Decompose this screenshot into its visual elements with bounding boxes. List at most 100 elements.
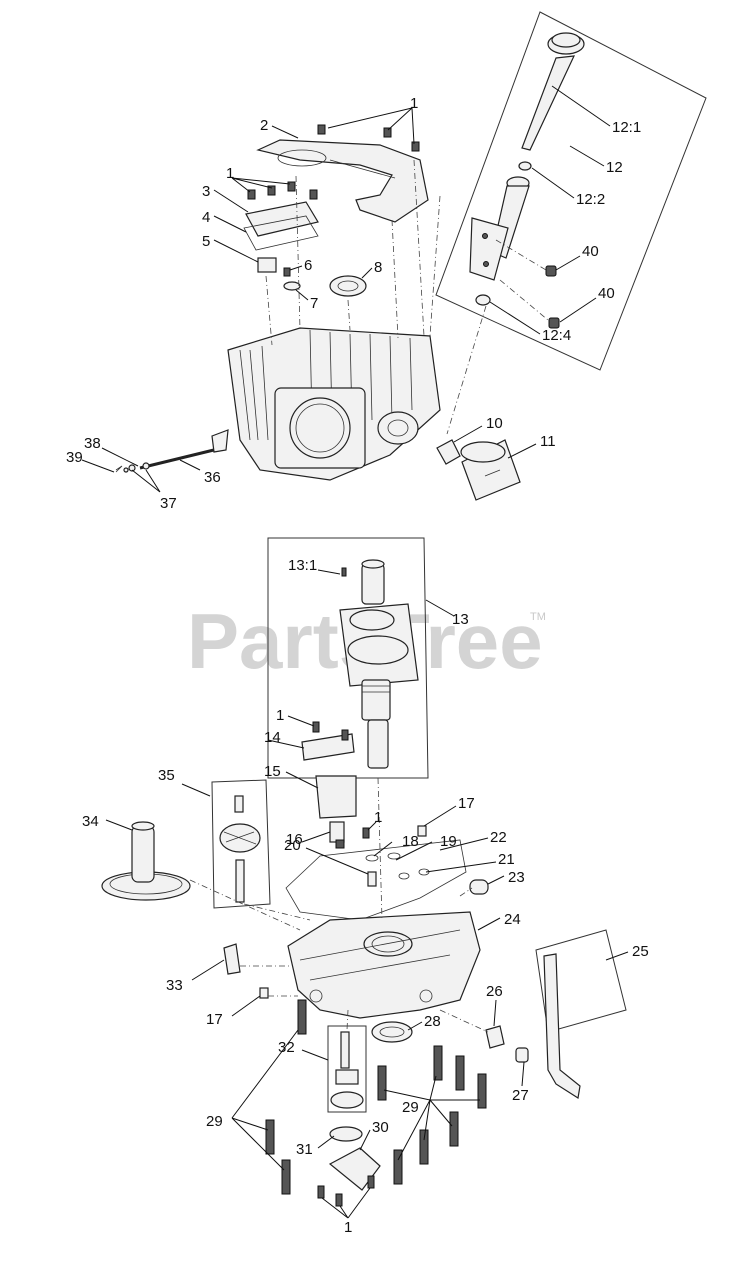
drain-cap bbox=[515, 1047, 529, 1063]
leader-lines bbox=[81, 85, 629, 1219]
callout-12-4: 12:4 bbox=[542, 327, 571, 344]
plate-screw-2 bbox=[341, 729, 349, 741]
governor-shaft bbox=[115, 429, 229, 473]
callout-11: 11 bbox=[540, 433, 556, 450]
breather-gasket bbox=[243, 215, 319, 251]
callout-34: 34 bbox=[82, 813, 99, 830]
oil-filter bbox=[460, 439, 521, 501]
callout-1: 1 bbox=[276, 707, 284, 724]
dipstick-oring bbox=[518, 161, 532, 171]
callout-1: 1 bbox=[410, 95, 418, 112]
screws-top-group bbox=[247, 124, 420, 200]
callout-2: 2 bbox=[260, 117, 268, 134]
tube-seal bbox=[475, 294, 491, 306]
dipstick-cap bbox=[521, 32, 585, 151]
tube-bolts bbox=[545, 265, 560, 329]
oil-filter-nipple bbox=[436, 439, 461, 465]
reed-screw bbox=[283, 267, 291, 277]
callout-18: 18 bbox=[402, 833, 419, 850]
callout-7: 7 bbox=[310, 295, 318, 312]
callout-24: 24 bbox=[504, 911, 521, 928]
breather-cover bbox=[245, 201, 319, 237]
drain-valve bbox=[485, 1025, 505, 1049]
callout-12-1: 12:1 bbox=[612, 119, 641, 136]
dipstick-group-frame bbox=[435, 11, 707, 371]
oil-pump-group-frame bbox=[327, 1025, 367, 1113]
plate-screw-1 bbox=[312, 721, 320, 733]
callout-13: 13 bbox=[452, 611, 469, 628]
callout-15: 15 bbox=[264, 763, 281, 780]
crankcase-sump bbox=[287, 911, 481, 1019]
callout-21: 21 bbox=[498, 851, 515, 868]
callout-28: 28 bbox=[424, 1013, 441, 1030]
callout-30: 30 bbox=[372, 1119, 389, 1136]
callout-25: 25 bbox=[632, 943, 649, 960]
governor-group-frame bbox=[211, 779, 271, 909]
breather-bracket bbox=[256, 139, 429, 223]
callout-31: 31 bbox=[296, 1141, 313, 1158]
dowel-pin-bottom bbox=[259, 987, 269, 999]
crankshaft-key bbox=[341, 567, 347, 577]
sensor-screw bbox=[362, 827, 370, 839]
callout-33: 33 bbox=[166, 977, 183, 994]
callout-17: 17 bbox=[458, 795, 475, 812]
callout-32: 32 bbox=[278, 1039, 295, 1056]
pump-oring bbox=[329, 1126, 363, 1142]
upper-alignment-lines bbox=[265, 159, 549, 435]
crankshaft-group-frame bbox=[267, 537, 429, 779]
washer-21a bbox=[398, 872, 410, 880]
callout-13-1: 13:1 bbox=[288, 557, 317, 574]
governor-assembly bbox=[219, 795, 261, 903]
callout-36: 36 bbox=[204, 469, 221, 486]
callout-1: 1 bbox=[374, 809, 382, 826]
oil-sensor bbox=[329, 821, 345, 849]
callout-39: 39 bbox=[66, 449, 83, 466]
dowel-pin-top bbox=[417, 825, 427, 837]
callout-12: 12 bbox=[606, 159, 623, 176]
oil-seal-top bbox=[329, 275, 367, 297]
callout-40: 40 bbox=[582, 243, 599, 260]
callout-20: 20 bbox=[284, 837, 301, 854]
callout-22: 22 bbox=[490, 829, 507, 846]
callout-19: 19 bbox=[440, 833, 457, 850]
relief-valve-20 bbox=[367, 871, 377, 887]
engine-block bbox=[227, 327, 441, 481]
callout-38: 38 bbox=[84, 435, 101, 452]
oil-fill-tube bbox=[543, 953, 581, 1099]
callout-40: 40 bbox=[598, 285, 615, 302]
callout-labels: 1 2 1 3 4 5 6 7 8 12:1 12 12:2 40 40 12:… bbox=[66, 95, 649, 1236]
callout-17: 17 bbox=[206, 1011, 223, 1028]
camshaft-gear bbox=[101, 821, 191, 901]
thrust-pad bbox=[223, 943, 241, 975]
cover-screws bbox=[317, 1175, 375, 1207]
oil-pump bbox=[330, 1031, 364, 1109]
callout-37: 37 bbox=[160, 495, 177, 512]
oil-baffle bbox=[315, 775, 357, 819]
callout-29: 29 bbox=[206, 1113, 223, 1130]
callout-12-2: 12:2 bbox=[576, 191, 605, 208]
callout-10: 10 bbox=[486, 415, 503, 432]
callout-1: 1 bbox=[226, 165, 234, 182]
callout-3: 3 bbox=[202, 183, 210, 200]
dipstick-tube bbox=[469, 176, 530, 281]
callout-35: 35 bbox=[158, 767, 175, 784]
reed-valve bbox=[283, 281, 301, 291]
sump-bolts bbox=[265, 999, 487, 1195]
callout-1: 1 bbox=[344, 1219, 352, 1236]
callout-23: 23 bbox=[508, 869, 525, 886]
plug-23 bbox=[469, 879, 489, 895]
lower-assembly bbox=[101, 537, 627, 1207]
washer-18 bbox=[365, 854, 379, 862]
oil-seal-bottom bbox=[371, 1021, 413, 1043]
crankshaft bbox=[339, 559, 419, 769]
breather-filter bbox=[257, 257, 277, 273]
callout-26: 26 bbox=[486, 983, 503, 1000]
oil-pickup-plate bbox=[301, 733, 355, 761]
callout-14: 14 bbox=[264, 729, 281, 746]
spring-19 bbox=[387, 852, 401, 860]
callout-16: 16 bbox=[286, 831, 303, 848]
callout-8: 8 bbox=[374, 259, 382, 276]
crankcase-gasket bbox=[285, 839, 467, 921]
fill-tube-group-frame bbox=[535, 929, 627, 1033]
lower-alignment-lines bbox=[189, 777, 489, 1033]
